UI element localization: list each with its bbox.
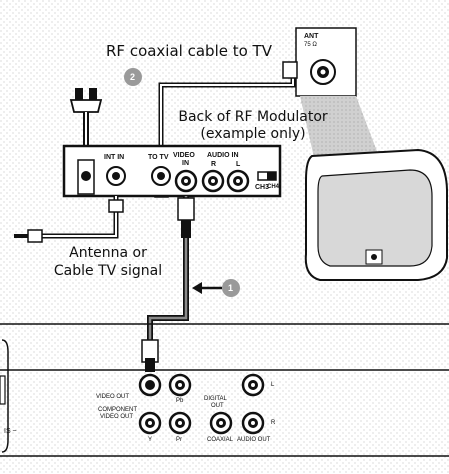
antenna-label-line2: Cable TV signal xyxy=(53,263,163,279)
tv-set xyxy=(304,148,448,281)
step-1-arrow xyxy=(192,282,222,294)
modulator-label-line1: Back of RF Modulator xyxy=(178,109,328,125)
component-label-line2: VIDEO OUT xyxy=(100,414,134,420)
coaxial-label: COAXIAL xyxy=(207,437,234,443)
audio-l-out-label: L xyxy=(271,382,275,388)
audio-out-label: AUDIO OUT xyxy=(237,437,271,443)
video-label: VIDEO xyxy=(173,152,195,159)
pr-label: Pr xyxy=(176,437,182,443)
step-2-number: 2 xyxy=(130,72,136,82)
pb-label: Pb xyxy=(176,398,184,404)
step-1-number: 1 xyxy=(228,283,234,293)
tv-ant-label: ANT xyxy=(304,33,319,40)
step-2-badge xyxy=(124,68,142,86)
video-in-sub-label: IN xyxy=(182,160,189,167)
digital-label-line1: DIGITAL xyxy=(204,396,227,402)
ch4-label: CH4 xyxy=(267,184,280,190)
audio-in-label: AUDIO IN xyxy=(207,152,239,159)
modulator-label-line2: (example only) xyxy=(200,126,306,142)
ch3-label: CH3 xyxy=(255,184,270,191)
video-out-label: VIDEO OUT xyxy=(96,394,130,400)
antenna-label-line1: Antenna or xyxy=(69,245,147,261)
rf-modulator-panel xyxy=(62,144,282,198)
component-label-line1: COMPONENT xyxy=(98,407,137,413)
video-cable[interactable] xyxy=(141,196,195,372)
player-back-panel xyxy=(0,323,449,457)
tv-antenna-input-panel xyxy=(295,27,357,97)
audio-r-label: R xyxy=(211,161,217,168)
antenna-cable[interactable] xyxy=(14,196,124,243)
y-label: Y xyxy=(148,437,153,443)
int-in-label: INT IN xyxy=(104,154,125,161)
tv-ant-sub: 75 Ω xyxy=(304,42,317,48)
rf-cable-label: RF coaxial cable to TV xyxy=(106,42,272,60)
power-mark-label: IS ~ xyxy=(4,428,17,435)
digital-label-line2: OUT xyxy=(211,403,224,409)
step-1-badge xyxy=(222,279,240,297)
audio-r-out-label: R xyxy=(271,420,276,426)
to-tv-label: TO TV xyxy=(148,154,169,161)
audio-l-label: L xyxy=(236,161,241,168)
